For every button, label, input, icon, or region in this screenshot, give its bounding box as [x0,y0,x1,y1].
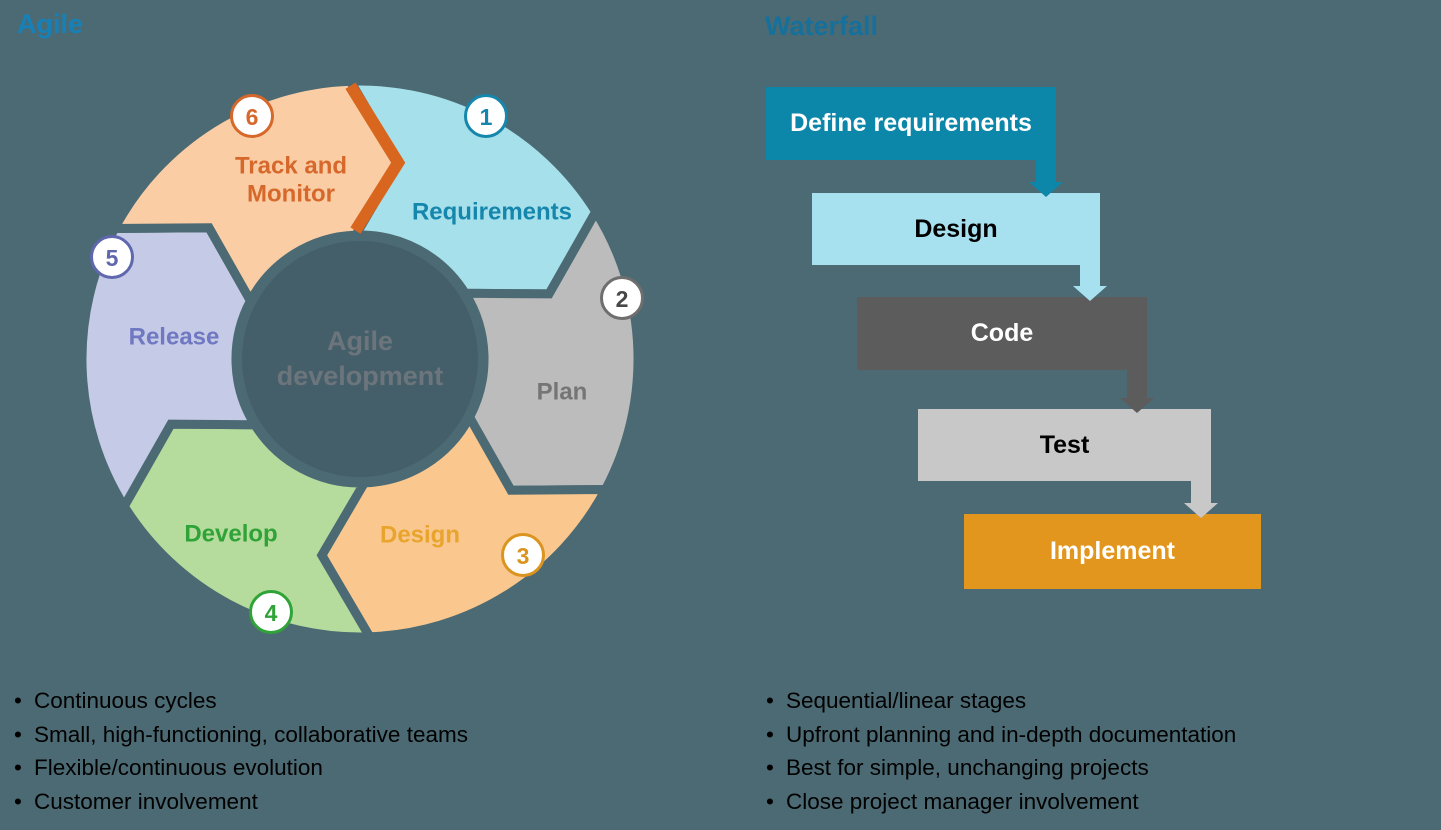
waterfall-step-implement: Implement [964,514,1261,589]
step-badge-2 [600,276,644,320]
ring-segment-design [316,407,614,642]
ring-segment-track-and-monitor [106,76,404,311]
waterfall-step-design: Design [812,193,1100,265]
waterfall-bullet: Close project manager involvement [766,785,1236,819]
waterfall-step-label: Define requirements [790,109,1032,137]
segment-label-6: Track and [235,153,347,180]
waterfall-bullet: Best for simple, unchanging projects [766,751,1236,785]
ring-center-label: Agile [327,326,393,356]
segment-label-3: Design [380,522,460,549]
current-stage-highlight-edge [345,82,406,234]
agile-bullet: Small, high-functioning, collaborative t… [14,718,468,752]
segment-label-4: Develop [184,521,277,548]
waterfall-step-label: Test [1039,430,1090,459]
segment-label-1: Requirements [412,199,572,226]
agile-bullet: Flexible/continuous evolution [14,751,468,785]
ring-segment-plan [457,202,643,495]
waterfall-arrow-1 [1029,159,1063,197]
step-badge-3 [501,533,545,577]
waterfall-step-label: Design [914,214,998,243]
waterfall-step-label: Implement [1049,537,1176,565]
ring-segment-develop [118,419,378,642]
ring-center-circle [242,241,478,477]
waterfall-step-label: Code [970,319,1034,347]
step-badge-number-5: 5 [106,245,119,271]
ring-segment-release [77,223,263,516]
segment-label-2: Plan [537,379,588,406]
waterfall-step-define-requirements: Define requirements [766,87,1056,160]
agile-section-title: Agile [17,9,84,39]
segment-label-6: Monitor [247,181,335,208]
step-badge-number-6: 6 [246,104,259,130]
step-badge-6 [230,94,274,138]
step-badge-1 [464,94,508,138]
ring-segment-requirements [342,76,602,299]
waterfall-step-test: Test [918,409,1211,481]
waterfall-section-title: Waterfall [765,11,879,41]
step-badge-4 [249,590,293,634]
waterfall-arrow-2 [1073,264,1107,301]
step-badge-number-3: 3 [517,543,530,569]
waterfall-arrow-3 [1120,369,1154,413]
waterfall-bullet: Sequential/linear stages [766,684,1236,718]
waterfall-step-code: Code [857,297,1147,370]
segment-label-5: Release [129,324,220,351]
step-badge-number-4: 4 [265,600,278,626]
step-badge-number-2: 2 [616,286,629,312]
agile-bullet-list: Continuous cycles Small, high-functionin… [14,684,468,818]
agile-bullet: Continuous cycles [14,684,468,718]
step-badge-5 [90,235,134,279]
agile-bullet: Customer involvement [14,785,468,819]
step-badge-number-1: 1 [480,104,493,130]
waterfall-arrow-4 [1184,480,1218,518]
ring-center-label: development [277,361,444,391]
waterfall-bullet-list: Sequential/linear stages Upfront plannin… [766,684,1236,818]
waterfall-bullet: Upfront planning and in-depth documentat… [766,718,1236,752]
